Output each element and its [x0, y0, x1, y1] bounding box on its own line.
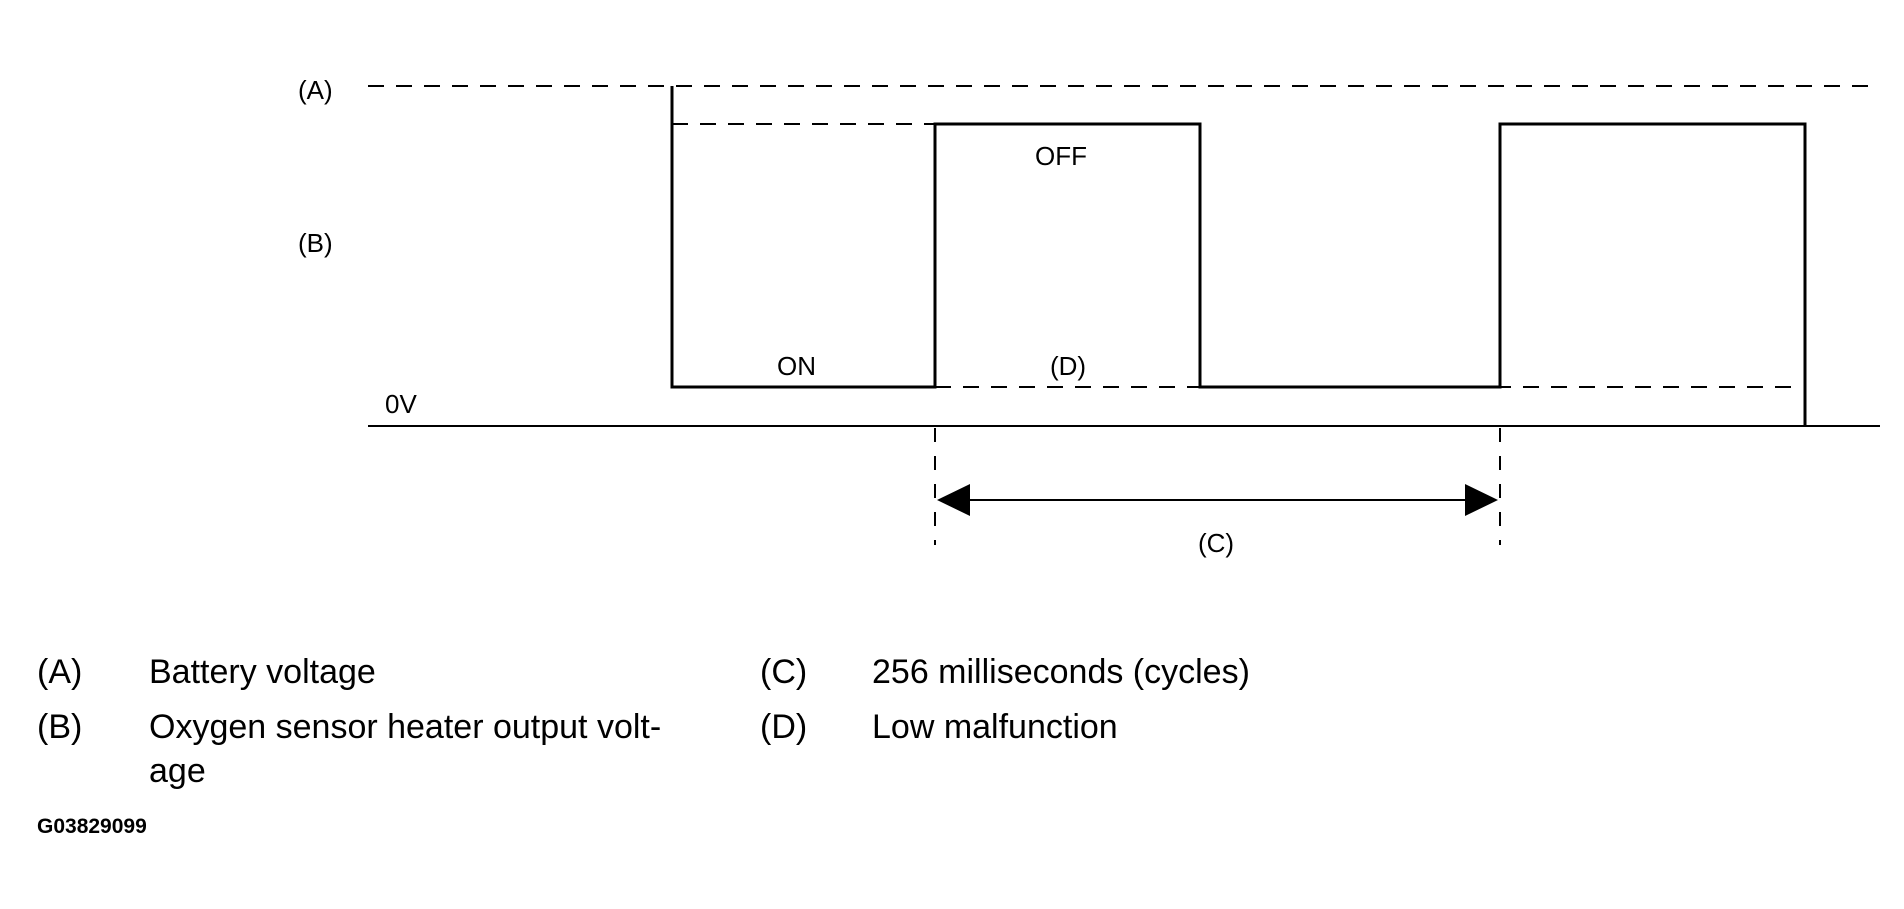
legend-key: (D): [760, 708, 808, 746]
legend-text: 256 milliseconds (cycles): [872, 653, 1250, 691]
label-a: (A): [298, 75, 333, 105]
label-off: OFF: [1035, 141, 1087, 171]
label-c: (C): [1198, 528, 1234, 558]
waveform-diagram: (A) (B) 0V OFF ON (D) (C): [298, 75, 1880, 558]
legend-key: (C): [760, 653, 808, 691]
period-arrow-right-head: [1465, 484, 1498, 516]
label-on: ON: [777, 351, 816, 381]
legend-text: Battery voltage: [149, 653, 376, 691]
period-arrow-left-head: [937, 484, 970, 516]
legend-key: (B): [37, 708, 83, 746]
legend-key: (A): [37, 653, 83, 691]
legend-text: Low malfunction: [872, 708, 1118, 746]
legend-text-continued: age: [149, 752, 206, 790]
label-b: (B): [298, 228, 333, 258]
heater-output-waveform: [670, 86, 1807, 426]
label-zero-volt: 0V: [385, 389, 417, 419]
legend-text: Oxygen sensor heater output volt-: [149, 708, 662, 746]
label-d: (D): [1050, 351, 1086, 381]
figure-id: G03829099: [37, 815, 147, 838]
